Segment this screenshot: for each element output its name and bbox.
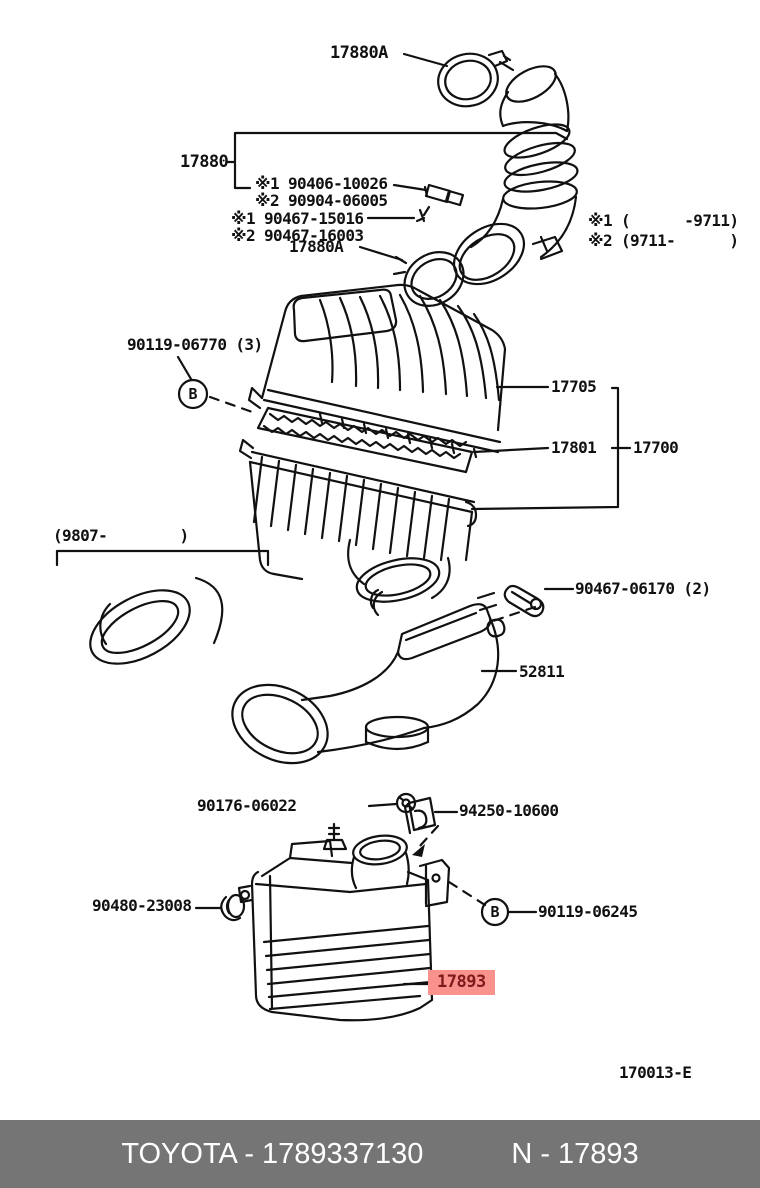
figure-code: 170013-E <box>619 1063 692 1082</box>
label-pin-note2: ※2 90904-06005 <box>255 191 388 210</box>
label-range-note1: ※1 ( -9711) <box>588 211 739 230</box>
label-element: 17801 <box>551 438 597 457</box>
highlighted-part-number: 17893 <box>428 970 495 995</box>
footer-part-short: N - 17893 <box>511 1137 639 1170</box>
label-bolt-90119-06245: 90119-06245 <box>538 902 638 921</box>
label-clip-duct: 90467-06170 (2) <box>575 579 711 598</box>
grommet-drawing <box>220 893 246 922</box>
duct-52811-drawing <box>231 591 506 765</box>
hose-drawing <box>453 65 579 286</box>
resonator-drawing <box>237 822 451 1022</box>
leader-lines <box>176 52 632 986</box>
clip-94250-drawing <box>403 796 437 835</box>
clip-90467-drawing <box>503 584 545 618</box>
hose-clamp-part-drawing <box>415 205 431 223</box>
label-clamp-lower: 17880A <box>289 237 344 256</box>
label-range-9807: (9807- ) <box>53 526 189 545</box>
diagram-artwork <box>55 49 632 1022</box>
label-clip-resonator: 94250-10600 <box>459 801 559 820</box>
duct-9807-drawing <box>55 549 270 665</box>
label-range-note2: ※2 (9711- ) <box>588 231 739 250</box>
footer-bar: TOYOTA - 1789337130 N - 17893 <box>0 1120 760 1188</box>
b-callout-top-circle <box>177 378 209 410</box>
label-cleaner-assy: 17700 <box>633 438 679 457</box>
label-pin-note1: ※1 90406-10026 <box>255 174 388 193</box>
footer-brand-part: TOYOTA - 1789337130 <box>121 1137 424 1170</box>
dashed-lines <box>208 395 537 907</box>
label-cap: 17705 <box>551 377 597 396</box>
label-hose-assy: 17880 <box>180 152 229 172</box>
label-clamp-note2: ※2 90467-16003 <box>231 226 364 245</box>
b-callout-bottom-label: B <box>490 903 500 921</box>
label-clamp-top: 17880A <box>330 43 388 63</box>
dashed-arrowhead <box>412 844 425 857</box>
label-clamp-note1: ※1 90467-15016 <box>231 209 364 228</box>
label-grommet: 90480-23008 <box>92 896 192 915</box>
label-inlet-no1: 52811 <box>519 662 565 681</box>
pin-drawing <box>423 183 465 207</box>
label-nut: 90176-06022 <box>197 796 297 815</box>
filter-drawing <box>256 406 474 474</box>
label-bolt-cap: 90119-06770 (3) <box>127 335 263 354</box>
b-callout-top-label: B <box>188 385 198 403</box>
clamp-top-drawing <box>437 49 515 108</box>
case-drawing <box>238 438 478 617</box>
